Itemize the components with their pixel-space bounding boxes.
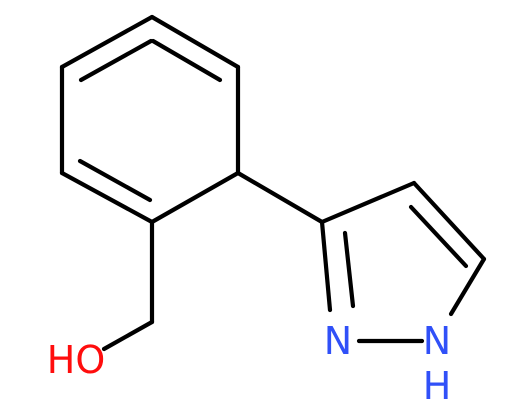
benzene-ring <box>59 14 241 225</box>
bond-ch2-oxygen <box>101 319 155 352</box>
double-bond-inner-n2-c3p <box>342 230 356 309</box>
bond-c4-c5 <box>59 170 155 225</box>
double-bond-inner-c4p-c5p <box>408 204 469 269</box>
bond-c3p-c4p <box>319 180 417 225</box>
bond-c3-c4 <box>149 170 241 225</box>
bond-c1-c2 <box>149 14 241 70</box>
bond-n2-c3p <box>319 219 333 313</box>
bond-c5p-n1 <box>448 256 487 317</box>
hydroxyl-label: HO <box>47 338 105 382</box>
bond-benzene-pyrazole <box>235 170 325 225</box>
double-bond-inner-c1-c2 <box>150 38 223 83</box>
bond-c4p-c5p <box>411 180 487 262</box>
nitrogen-1-label: N <box>423 319 451 363</box>
bond-c6-c1 <box>59 14 155 70</box>
nitrogen-hydrogen-label: H <box>423 364 452 408</box>
pyrazole-ring <box>319 180 487 344</box>
double-bond-inner-c6-c1 <box>78 38 154 83</box>
nitrogen-2-label: N <box>324 319 352 363</box>
double-bond-inner-c4-c5 <box>77 158 153 203</box>
